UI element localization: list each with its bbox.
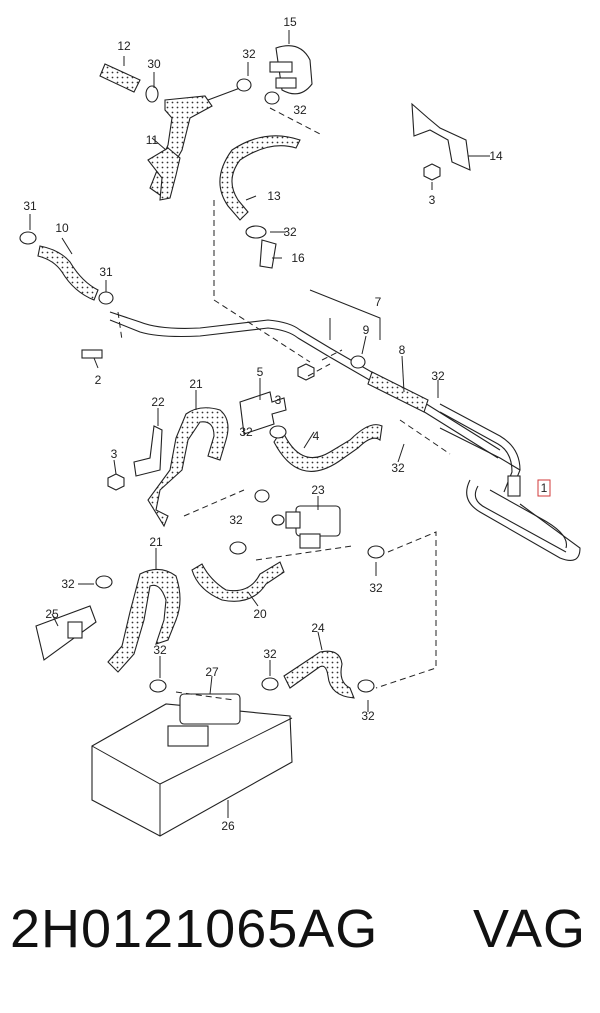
label-1: 1 <box>541 481 548 495</box>
pipe-top-connector <box>207 87 241 101</box>
label-23: 23 <box>311 483 325 497</box>
label-21-top: 21 <box>189 377 203 391</box>
hose-21-top <box>147 407 229 528</box>
hose-13 <box>219 135 301 221</box>
label-32-d: 32 <box>431 369 445 383</box>
label-26: 26 <box>221 819 235 833</box>
connector-27 <box>167 693 241 747</box>
label-12: 12 <box>117 39 131 53</box>
nut-3-top <box>423 163 441 181</box>
clamp-31-right <box>98 291 114 305</box>
label-25: 25 <box>45 607 59 621</box>
hose-24 <box>283 650 355 699</box>
label-32-l: 32 <box>361 709 375 723</box>
brand: VAG <box>472 899 586 959</box>
label-2: 2 <box>95 373 102 387</box>
hose-12 <box>99 63 141 93</box>
label-32-b: 32 <box>293 103 307 117</box>
label-31-b: 31 <box>99 265 113 279</box>
label-10: 10 <box>55 221 69 235</box>
label-32-i: 32 <box>369 581 383 595</box>
label-32-a: 32 <box>242 47 256 61</box>
hose-8 <box>367 371 429 413</box>
heater-26 <box>91 703 293 837</box>
clamp-32-20 <box>229 541 385 559</box>
hose-20 <box>191 561 285 602</box>
label-11: 11 <box>146 133 159 147</box>
clamp-32-23 <box>254 489 285 526</box>
right-pipes <box>439 403 521 493</box>
label-9: 9 <box>363 323 370 337</box>
label-7: 7 <box>375 295 382 309</box>
hose-11 <box>147 95 213 201</box>
bracket-25 <box>35 605 97 661</box>
label-14: 14 <box>489 149 503 163</box>
label-16: 16 <box>291 251 305 265</box>
t-piece-5 <box>239 391 287 435</box>
long-pipe <box>109 311 501 459</box>
clamp-31-left <box>19 231 37 245</box>
label-15: 15 <box>283 15 297 29</box>
valve-23 <box>285 505 341 549</box>
label-30: 30 <box>147 57 161 71</box>
footer: 2H0121065AG VAG <box>0 890 600 980</box>
part-number: 2H0121065AG <box>10 899 379 959</box>
clamp-32-24 <box>261 677 375 693</box>
label-32-j: 32 <box>153 643 167 657</box>
bolt-2 <box>81 349 103 359</box>
clamp-30 <box>145 85 159 103</box>
label-20: 20 <box>253 607 267 621</box>
label-32-f: 32 <box>391 461 405 475</box>
label-32-e: 32 <box>239 425 253 439</box>
label-32-c: 32 <box>283 225 297 239</box>
clamp-32-thermostat <box>264 91 280 105</box>
label-3-left: 3 <box>111 447 118 461</box>
clamp-32-9 <box>350 355 366 369</box>
connector-16 <box>259 239 277 269</box>
nut-3-middle <box>297 363 315 381</box>
label-31-a: 31 <box>23 199 37 213</box>
label-24: 24 <box>311 621 325 635</box>
label-8: 8 <box>399 343 406 357</box>
label-21-bottom: 21 <box>149 535 163 549</box>
thermostat-housing-15 <box>269 45 313 95</box>
label-3-middle: 3 <box>275 393 282 407</box>
clamp-32-13 <box>245 225 267 239</box>
label-22: 22 <box>151 395 165 409</box>
clamp-32-21b <box>95 575 167 693</box>
label-5: 5 <box>257 365 264 379</box>
label-32-k: 32 <box>263 647 277 661</box>
label-4: 4 <box>313 429 320 443</box>
bracket-22 <box>133 425 163 477</box>
label-32-h: 32 <box>61 577 75 591</box>
label-13: 13 <box>267 189 281 203</box>
heat-exchanger-1 <box>466 475 581 561</box>
parts-diagram: 12 30 15 32 32 11 13 32 16 14 3 31 10 31… <box>19 15 581 837</box>
label-27: 27 <box>205 665 219 679</box>
label-3-top: 3 <box>429 193 436 207</box>
hose-4 <box>273 424 383 472</box>
bracket-14 <box>411 102 471 171</box>
clamp-32-top <box>236 78 252 92</box>
nut-3-left <box>107 473 125 491</box>
hose-21-bottom <box>107 568 181 673</box>
label-32-g: 32 <box>229 513 243 527</box>
highlight-box-1 <box>537 479 551 497</box>
hose-10 <box>37 245 99 301</box>
clamp-32-4 <box>269 425 287 439</box>
